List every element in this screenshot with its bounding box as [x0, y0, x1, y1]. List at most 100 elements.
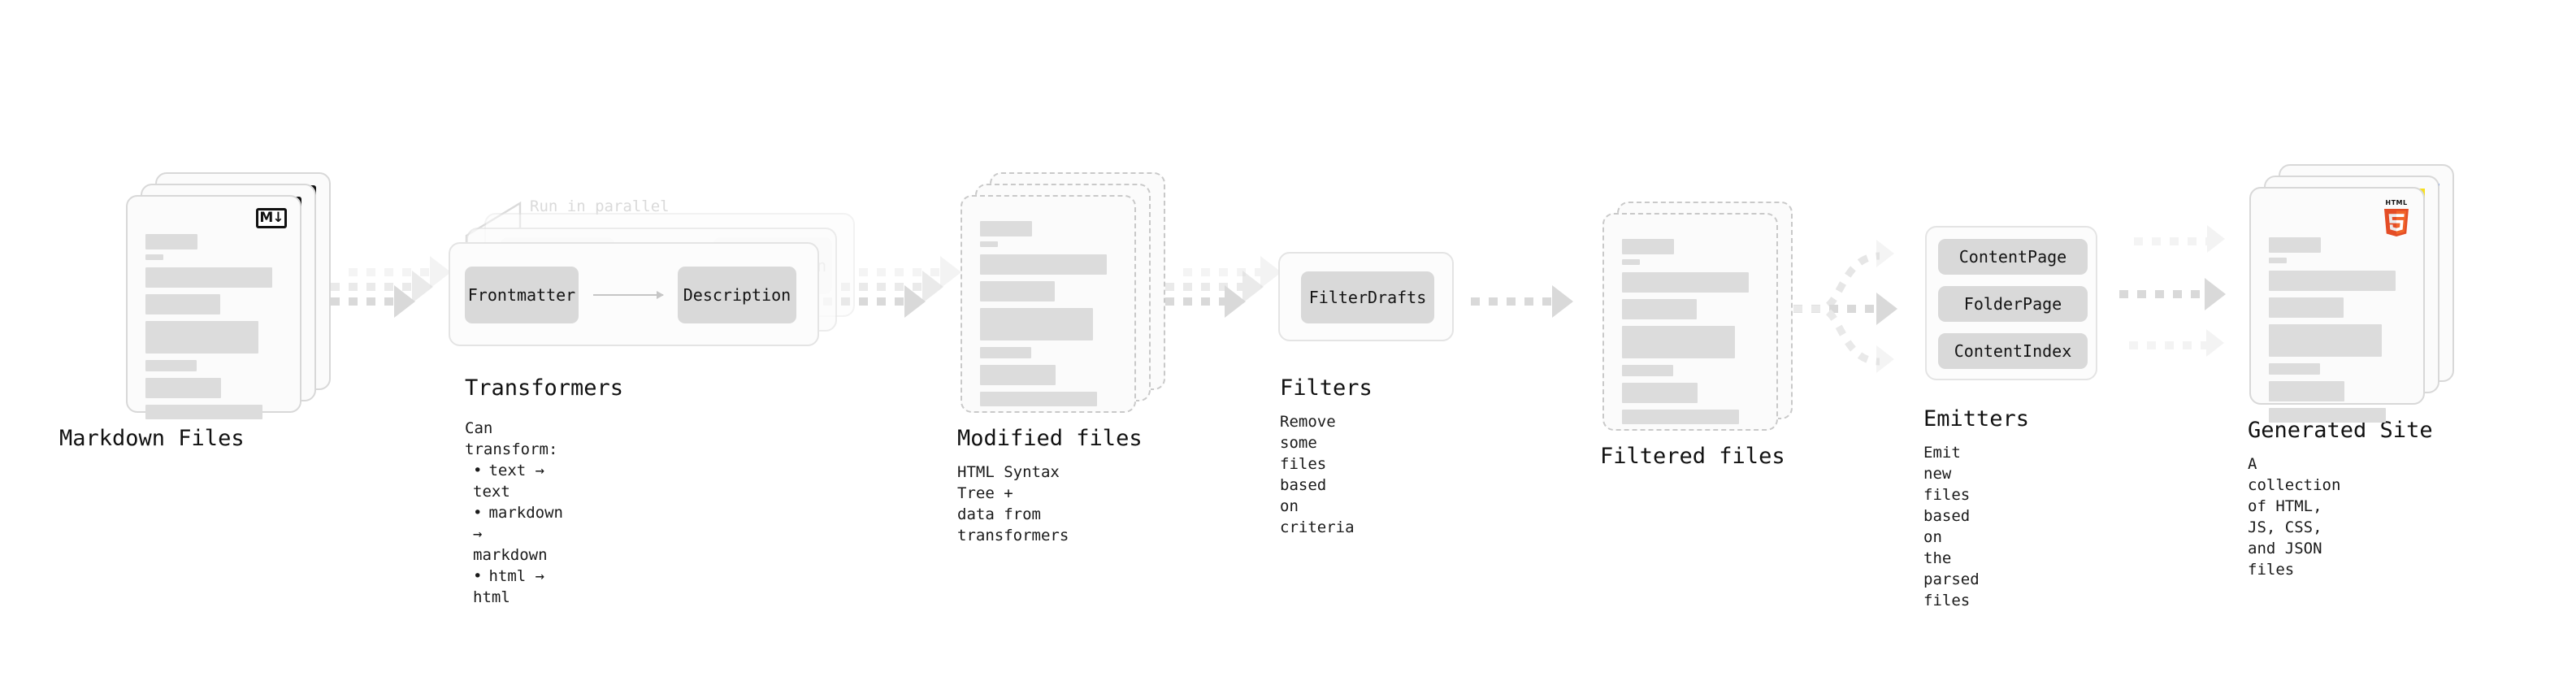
modified-card-placeholder-lines: [980, 221, 1117, 406]
placeholder-line: [980, 241, 998, 247]
generated-site-subtitle: A collection of HTML, JS, CSS, and JSON …: [2248, 455, 2341, 579]
arrow-head: [940, 256, 961, 288]
arrow-head: [1225, 285, 1246, 318]
arrow-head-bottom: [1876, 345, 1894, 373]
fanout-path-top: [1776, 252, 1880, 313]
page-title-emitters: Emitters: [1923, 406, 2030, 432]
arrow-head-top: [1876, 240, 1894, 267]
placeholder-line: [2269, 237, 2321, 253]
notes-item: text → text: [473, 460, 563, 502]
placeholder-line: [1622, 259, 1640, 265]
arrow-dots: [841, 283, 926, 291]
placeholder-line: [2269, 408, 2386, 423]
transformer-card-front: Frontmatter Description: [449, 242, 819, 346]
markdown-card-front: M↓: [126, 195, 301, 419]
placeholder-line: [145, 254, 163, 260]
arrow-head: [904, 285, 926, 318]
placeholder-line: [980, 392, 1097, 406]
emitters-subtitle: Emit new files based on the parsed files: [1923, 444, 1980, 609]
placeholder-line: [1622, 272, 1749, 293]
filters-subtitle: Remove some files based on criteria: [1280, 413, 1355, 536]
modified-card-front: [961, 195, 1136, 413]
transformer-layer-stack: Frontmatter Description Frontmatter Desc…: [449, 213, 855, 348]
pill-folderpage[interactable]: FolderPage: [1938, 286, 2088, 322]
notes-list: text → text markdown → markdown html → h…: [465, 460, 563, 608]
site-card-placeholder-lines: [2269, 237, 2405, 423]
site-card-front: HTML: [2249, 187, 2425, 423]
arrow-head: [1552, 285, 1573, 318]
placeholder-line: [1622, 326, 1735, 358]
arrow-head-mid: [1876, 293, 1897, 325]
pill-filterdrafts[interactable]: FilterDrafts: [1301, 271, 1434, 323]
generated-site-stack: CSS HTML: [2249, 164, 2454, 423]
page-title-markdown-files: Markdown Files: [59, 426, 245, 451]
pill-contentpage[interactable]: ContentPage: [1938, 239, 2088, 275]
placeholder-line: [2269, 271, 2396, 291]
placeholder-line: [2269, 258, 2287, 263]
html5-shield-icon: [2383, 209, 2409, 236]
pill-contentindex[interactable]: ContentIndex: [1938, 333, 2088, 369]
fanout-paths: [1776, 252, 1880, 366]
emitters-card: ContentPage FolderPage ContentIndex: [1925, 226, 2097, 380]
connector-filtered-to-emitters: [1776, 236, 1906, 382]
placeholder-line: [1622, 410, 1739, 424]
placeholder-line: [2269, 363, 2320, 375]
arrow-dots: [1471, 297, 1556, 306]
filtered-card-placeholder-lines: [1622, 239, 1759, 424]
pill-description[interactable]: Description: [678, 267, 796, 323]
placeholder-line: [1622, 383, 1698, 403]
markdown-badge-front: M↓: [256, 208, 287, 228]
placeholder-line: [145, 294, 220, 314]
placeholder-line: [2269, 297, 2344, 318]
inner-arrow-front: [593, 291, 664, 299]
arrow-dots: [1147, 297, 1229, 306]
arrow-head: [2207, 225, 2225, 253]
arrow-dots: [2129, 341, 2210, 349]
placeholder-line: [2269, 381, 2344, 401]
placeholder-line: [145, 405, 262, 419]
html5-badge-text: HTML: [2385, 199, 2408, 206]
fanout-path-bottom: [1776, 305, 1880, 366]
arrow-head: [430, 256, 451, 288]
pill-frontmatter[interactable]: Frontmatter: [465, 267, 579, 323]
markdown-file-stack: M↓ M↓ M↓: [126, 172, 331, 419]
placeholder-line: [145, 360, 197, 371]
md-letter: M: [259, 210, 273, 226]
arrow-dots: [313, 297, 398, 306]
arrow-dots: [823, 297, 909, 306]
filters-card: FilterDrafts: [1278, 252, 1454, 341]
arrow-dots: [1183, 268, 1264, 276]
arrow-dots: [2134, 237, 2211, 245]
notes-lead: Can transform:: [465, 419, 558, 458]
filtered-card-front: [1602, 213, 1778, 431]
notes-item: html → html: [473, 566, 563, 608]
notes-item: markdown → markdown: [473, 502, 563, 566]
arrow-dots: [331, 283, 416, 291]
placeholder-line: [145, 267, 272, 288]
filtered-file-stack: [1602, 202, 1793, 431]
placeholder-line: [145, 234, 197, 249]
page-title-filtered-files: Filtered files: [1600, 444, 1785, 469]
emitters-card-stack: ContentPage FolderPage ContentIndex: [1925, 226, 2097, 380]
placeholder-line: [1622, 299, 1697, 319]
placeholder-line: [1622, 239, 1674, 254]
html5-badge: HTML: [2383, 200, 2410, 241]
arrow-head: [394, 285, 415, 318]
arrow-head: [1242, 271, 1264, 303]
md-arrow: ↓: [272, 210, 284, 226]
connector-emitters-to-site: [2119, 225, 2249, 375]
run-in-parallel-label: Run in parallel: [530, 197, 670, 215]
modified-file-stack: [961, 172, 1165, 413]
placeholder-line: [980, 347, 1031, 358]
placeholder-line: [980, 308, 1093, 340]
placeholder-line: [145, 321, 258, 354]
arrow-head: [1260, 256, 1281, 288]
arrow-head: [2206, 329, 2224, 357]
arrow-dots: [349, 268, 434, 276]
transformers-notes: Can transform: text → text markdown → ma…: [465, 418, 563, 608]
page-title-transformers: Transformers: [465, 375, 624, 401]
arrow-dots: [2119, 290, 2209, 298]
page-title-modified-files: Modified files: [957, 426, 1143, 451]
placeholder-line: [980, 254, 1107, 275]
